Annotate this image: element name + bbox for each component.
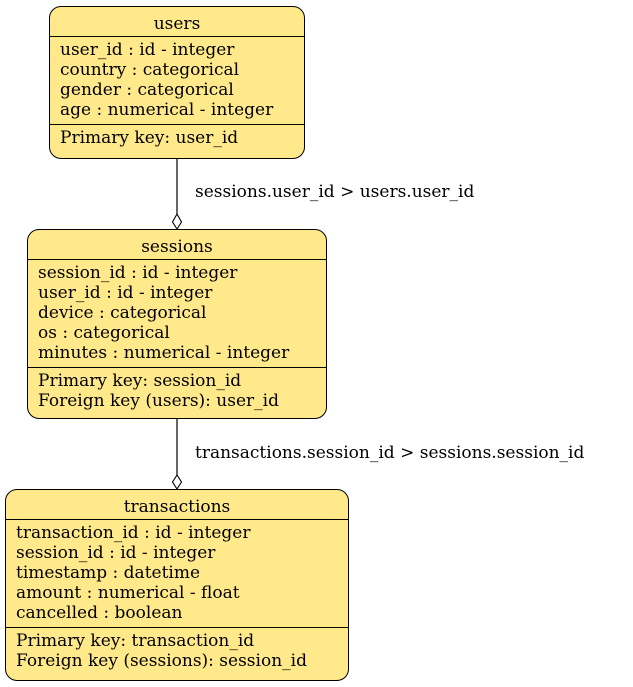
field-row: device : categorical xyxy=(38,303,207,323)
field-row: amount : numerical - float xyxy=(16,583,240,603)
field-row: user_id : id - integer xyxy=(38,283,213,303)
entity-users: users user_id : id - integer country : c… xyxy=(49,6,305,159)
key-list: Primary key: user_id xyxy=(50,125,304,152)
field-row: timestamp : datetime xyxy=(16,563,201,583)
field-row: os : categorical xyxy=(38,323,170,343)
field-list: transaction_id : id - integer session_id… xyxy=(6,520,348,628)
relation-label-transactions-sessions: transactions.session_id > sessions.sessi… xyxy=(195,443,585,463)
crows-foot-icon xyxy=(171,212,183,231)
primary-key-row: Primary key: user_id xyxy=(60,128,239,148)
key-list: Primary key: session_id Foreign key (use… xyxy=(28,368,326,415)
field-row: transaction_id : id - integer xyxy=(16,523,251,543)
foreign-key-row: Foreign key (sessions): session_id xyxy=(16,651,307,671)
field-row: session_id : id - integer xyxy=(38,263,238,283)
field-row: user_id : id - integer xyxy=(60,40,235,60)
field-row: country : categorical xyxy=(60,60,240,80)
field-row: session_id : id - integer xyxy=(16,543,216,563)
field-list: user_id : id - integer country : categor… xyxy=(50,37,304,125)
users-sessions-connector xyxy=(171,159,183,231)
entity-title: sessions xyxy=(28,230,326,260)
field-row: cancelled : boolean xyxy=(16,603,183,623)
relation-label-sessions-users: sessions.user_id > users.user_id xyxy=(195,182,475,202)
field-list: session_id : id - integer user_id : id -… xyxy=(28,260,326,368)
primary-key-row: Primary key: session_id xyxy=(38,371,242,391)
entity-title: transactions xyxy=(6,490,348,520)
primary-key-row: Primary key: transaction_id xyxy=(16,631,255,651)
field-row: minutes : numerical - integer xyxy=(38,343,290,363)
crows-foot-icon xyxy=(171,473,183,491)
field-row: age : numerical - integer xyxy=(60,100,274,120)
key-list: Primary key: transaction_id Foreign key … xyxy=(6,628,348,675)
entity-sessions: sessions session_id : id - integer user_… xyxy=(27,229,327,419)
field-row: gender : categorical xyxy=(60,80,234,100)
sessions-transactions-connector xyxy=(171,419,183,491)
entity-transactions: transactions transaction_id : id - integ… xyxy=(5,489,349,681)
entity-title: users xyxy=(50,7,304,37)
foreign-key-row: Foreign key (users): user_id xyxy=(38,391,279,411)
